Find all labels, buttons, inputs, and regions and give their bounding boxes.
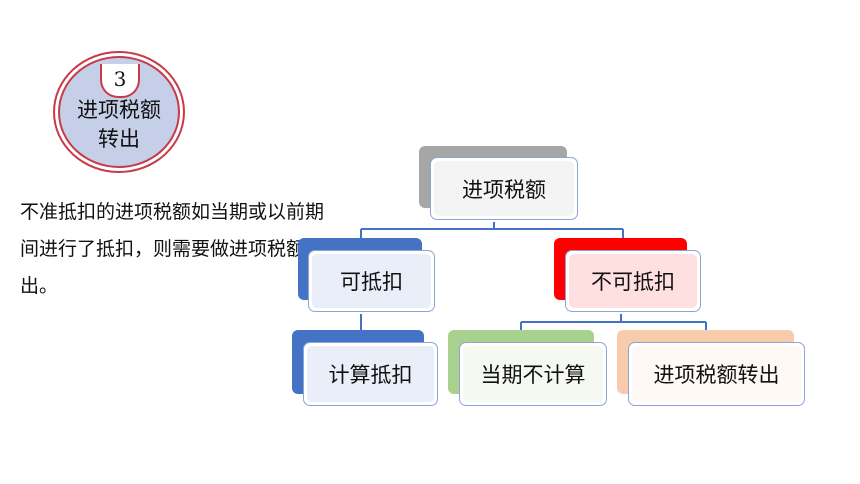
node-not-counted-current: 当期不计算: [448, 330, 608, 408]
node-transfer-out-label: 进项税额转出: [632, 346, 801, 402]
node-input-tax: 进项税额: [419, 146, 580, 222]
section-badge: 3 进项税额转出: [58, 56, 180, 168]
node-not-counted-current-label: 当期不计算: [463, 346, 603, 402]
node-input-tax-label: 进项税额: [434, 161, 574, 216]
node-non-deductible: 不可抵扣: [554, 238, 703, 314]
node-non-deductible-label: 不可抵扣: [569, 254, 697, 308]
node-compute-deduction: 计算抵扣: [292, 330, 439, 408]
description-text: 不准抵扣的进项税额如当期或以前期间进行了抵扣，则需要做进项税额转出。: [20, 201, 325, 297]
node-transfer-out: 进项税额转出: [617, 330, 806, 408]
node-deductible-label: 可抵扣: [312, 254, 431, 308]
node-compute-deduction-label: 计算抵扣: [307, 346, 434, 402]
node-deductible: 可抵扣: [298, 238, 438, 314]
section-title: 进项税额转出: [77, 98, 161, 151]
section-number: 3: [100, 64, 140, 98]
